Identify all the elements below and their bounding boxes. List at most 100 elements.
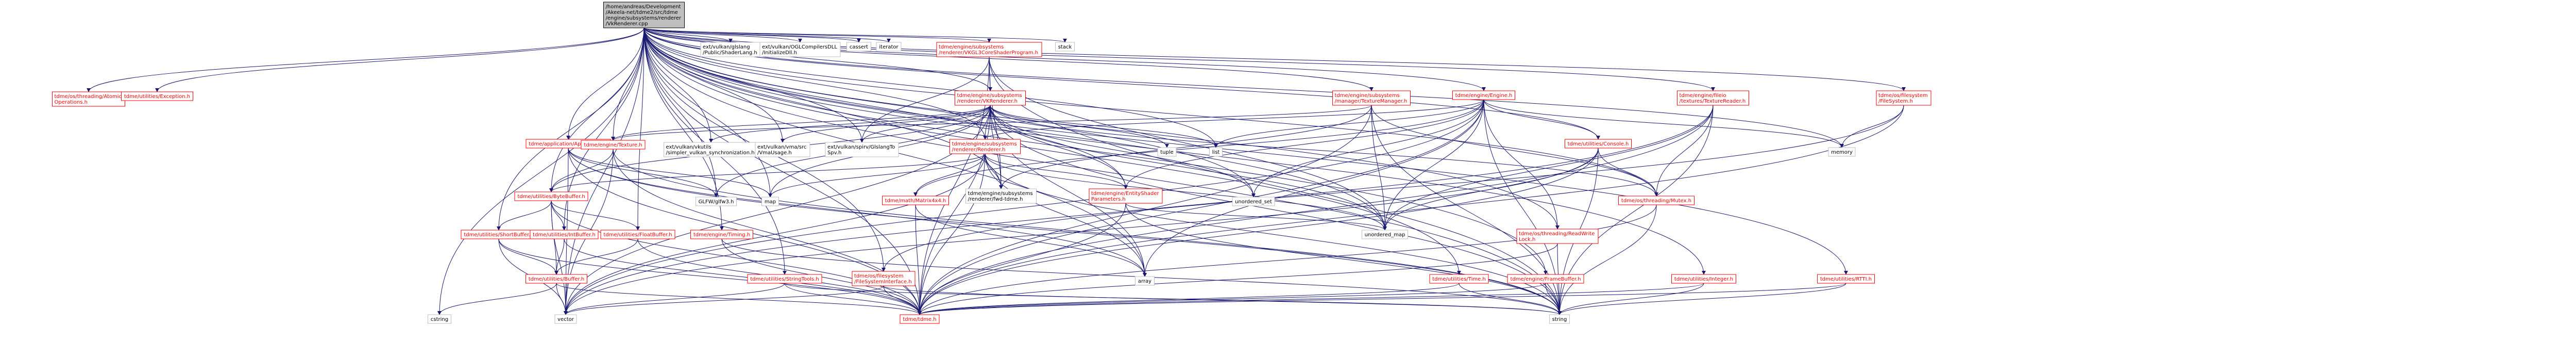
edge-texmgr-to-mutex bbox=[1371, 105, 1658, 197]
edge-renderer_h-to-fwdtdme bbox=[985, 153, 1003, 189]
node-box bbox=[1565, 139, 1632, 149]
node-box bbox=[1089, 188, 1163, 204]
edge-fsinterface-to-vector bbox=[564, 285, 884, 315]
node-label: tdme/engine/Engine.h bbox=[1455, 93, 1513, 99]
node-label: tdme/utilities/Integer.h bbox=[1674, 277, 1733, 282]
edge-application-to-string bbox=[568, 148, 1562, 315]
node-exception[interactable]: tdme/utilities/Exception.h bbox=[121, 91, 193, 101]
edge-shortbuffer-to-buffer bbox=[498, 238, 558, 275]
node-box bbox=[950, 139, 1021, 154]
edge-root-to-vkrenderer_h bbox=[643, 27, 992, 91]
node-box bbox=[1876, 90, 1931, 106]
edge-console-to-unordered_map bbox=[1383, 148, 1599, 231]
node-label: tdme/utilities/StringTools.h bbox=[750, 277, 819, 282]
edge-root-to-unordered_set bbox=[643, 27, 1256, 198]
node-label: /renderer/VKRenderer.h bbox=[957, 99, 1018, 104]
node-fsinterface[interactable]: tdme/os/filesystem/FileSystemInterface.h bbox=[852, 271, 916, 286]
edge-root-to-string bbox=[643, 27, 1562, 315]
node-engine[interactable]: tdme/engine/Engine.h bbox=[1452, 90, 1515, 100]
node-label: tdme/os/filesystem bbox=[1878, 93, 1928, 99]
node-integer[interactable]: tdme/utilities/Integer.h bbox=[1671, 274, 1736, 284]
node-label: tdme/engine/subsystems bbox=[957, 93, 1022, 99]
node-vkcore[interactable]: tdme/engine/subsystems/renderer/VKGL3Cor… bbox=[936, 42, 1042, 57]
node-label: tdme/utilities/FloatBuffer.h bbox=[603, 232, 672, 238]
node-box bbox=[965, 188, 1037, 204]
node-renderer-h[interactable]: tdme/engine/subsystems/renderer/Renderer… bbox=[950, 139, 1021, 154]
node-string: string bbox=[1549, 314, 1570, 324]
node-box bbox=[1429, 274, 1489, 284]
node-box bbox=[1135, 276, 1155, 286]
node-box bbox=[1209, 147, 1223, 157]
edge-renderer_h-to-vector bbox=[564, 153, 986, 315]
node-timing[interactable]: tdme/engine/Timing.h bbox=[690, 230, 753, 239]
edge-application-to-array bbox=[568, 148, 1147, 277]
node-filesystem[interactable]: tdme/os/filesystem/FileSystem.h bbox=[1876, 90, 1931, 106]
node-label: tdme/utilities/Exception.h bbox=[124, 94, 190, 100]
edge-time-to-tdme_h bbox=[918, 283, 1460, 315]
node-label: /FileSystemInterface.h bbox=[854, 279, 912, 285]
node-time[interactable]: tdme/utilities/Time.h bbox=[1429, 274, 1489, 284]
edge-bytebuffer-to-vector bbox=[551, 200, 568, 315]
edge-entityshader-to-string bbox=[1125, 203, 1562, 315]
node-box bbox=[514, 191, 588, 201]
node-label: tdme/utilities/Time.h bbox=[1432, 277, 1486, 282]
node-label: tdme/utilities/ByteBuffer.h bbox=[517, 194, 585, 200]
node-intbuffer[interactable]: tdme/utilities/IntBuffer.h bbox=[530, 230, 599, 239]
node-label: Operations.h bbox=[55, 100, 88, 105]
node-texreader[interactable]: tdme/engine/fileio/textures/TextureReade… bbox=[1677, 90, 1749, 106]
node-box bbox=[603, 2, 685, 28]
node-texture[interactable]: tdme/engine/Texture.h bbox=[581, 140, 646, 150]
edge-filesystem-to-memory bbox=[1840, 105, 1904, 148]
node-simple-sync: ext/vulkan/vkutils/simpler_vulkan_synchr… bbox=[664, 142, 758, 157]
edge-fsinterface-to-string bbox=[883, 285, 1562, 315]
node-stringtools[interactable]: tdme/utilities/StringTools.h bbox=[747, 274, 822, 284]
node-label: tdme/utilities/Console.h bbox=[1568, 141, 1629, 147]
edge-bytebuffer-to-intbuffer bbox=[551, 200, 566, 231]
node-label: stack bbox=[1058, 44, 1072, 50]
node-rtti[interactable]: tdme/utilities/RTTI.h bbox=[1817, 274, 1875, 284]
node-vkrenderer-h[interactable]: tdme/engine/subsystems/renderer/VKRender… bbox=[955, 90, 1026, 106]
node-label: /renderer/Renderer.h bbox=[952, 147, 1006, 153]
node-shortbuffer[interactable]: tdme/utilities/ShortBuffer.h bbox=[461, 230, 537, 239]
node-console[interactable]: tdme/utilities/Console.h bbox=[1565, 139, 1632, 149]
node-box bbox=[530, 230, 599, 239]
node-box bbox=[696, 197, 737, 206]
node-label: tdme/os/threading/ReadWrite bbox=[1519, 231, 1595, 237]
edge-root-to-osdep bbox=[643, 27, 802, 43]
edge-time-to-string bbox=[1459, 283, 1562, 315]
edge-console-to-mutex bbox=[1598, 148, 1658, 197]
edge-vkrenderer_h-to-spirv bbox=[860, 105, 991, 143]
node-framebuffer[interactable]: tdme/engine/FrameBuffer.h bbox=[1507, 274, 1584, 284]
edge-stringtools-to-vector bbox=[564, 283, 785, 315]
node-tdme-h[interactable]: tdme/tdme.h bbox=[900, 314, 940, 324]
node-box bbox=[882, 196, 949, 205]
node-label: tuple bbox=[1160, 150, 1174, 155]
node-stack: stack bbox=[1055, 42, 1075, 52]
node-box bbox=[747, 274, 822, 284]
node-mutex[interactable]: tdme/os/threading/Mutex.h bbox=[1618, 196, 1694, 205]
node-label: ext/vulkan/vma/src bbox=[757, 144, 806, 150]
edge-engine-to-list bbox=[1214, 99, 1484, 148]
node-floatbuffer[interactable]: tdme/utilities/FloatBuffer.h bbox=[600, 230, 675, 239]
node-label: tdme/engine/FrameBuffer.h bbox=[1510, 277, 1581, 282]
edge-root-to-atomic bbox=[87, 27, 645, 92]
edge-root-to-filesystem bbox=[643, 27, 1906, 91]
node-label: tdme/utilities/IntBuffer.h bbox=[533, 232, 596, 238]
node-box bbox=[955, 90, 1026, 106]
node-texmgr[interactable]: tdme/engine/subsystems/manager/TextureMa… bbox=[1332, 90, 1411, 106]
node-unordered-set: unordered_set bbox=[1232, 197, 1275, 206]
node-matrix4x4[interactable]: tdme/math/Matrix4x4.h bbox=[882, 196, 949, 205]
node-label: unordered_set bbox=[1235, 199, 1272, 205]
node-array: array bbox=[1135, 276, 1155, 286]
node-buffer[interactable]: tdme/utilities/Buffer.h bbox=[526, 274, 587, 284]
node-bytebuffer[interactable]: tdme/utilities/ByteBuffer.h bbox=[514, 191, 588, 201]
node-fwdtdme: tdme/engine/subsystems/renderer/fwd-tdme… bbox=[965, 188, 1037, 204]
node-label: Parameters.h bbox=[1091, 197, 1126, 202]
edge-root-to-simple_sync bbox=[643, 27, 713, 143]
node-cassert: cassert bbox=[846, 42, 871, 52]
edge-engine-to-console bbox=[1483, 99, 1600, 140]
node-label: tdme/os/filesystem bbox=[854, 273, 904, 279]
